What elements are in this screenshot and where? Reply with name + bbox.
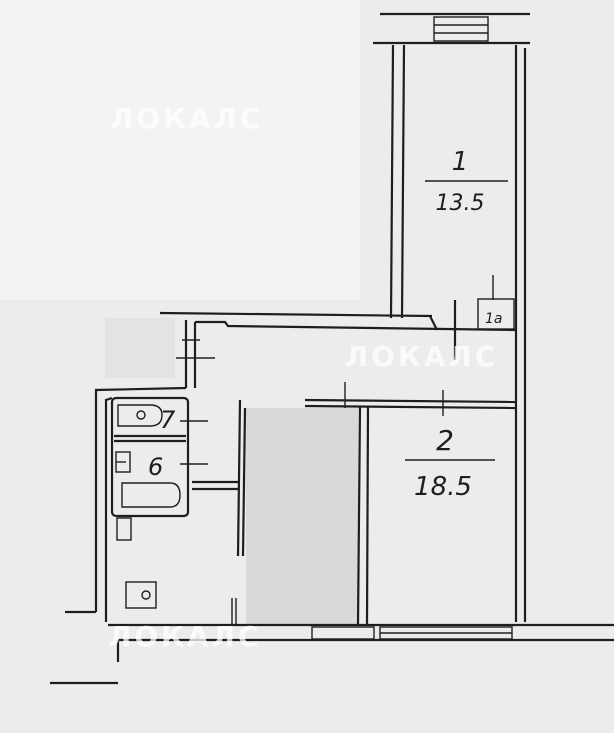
paper-light-area xyxy=(0,0,360,300)
kitchen-sink-icon xyxy=(116,517,132,541)
watermark: ЛОКАЛС xyxy=(345,340,498,373)
bathroom-block xyxy=(110,396,208,609)
watermark: ЛОКАЛС xyxy=(108,620,261,653)
bottom-wall xyxy=(50,623,614,685)
bathroom-number: 6 xyxy=(148,453,163,481)
bathtub-icon xyxy=(121,482,181,508)
room-area: 18.5 xyxy=(414,472,472,502)
room-area: 13.5 xyxy=(436,191,485,216)
masked-area xyxy=(246,408,358,625)
stove-icon xyxy=(125,581,157,609)
niche-label: 1а xyxy=(485,311,503,327)
room-number: 2 xyxy=(436,424,454,457)
room-number: 1 xyxy=(452,147,469,177)
toilet-icon xyxy=(117,404,163,427)
room-1-label: 1 13.5 xyxy=(425,147,508,216)
walls xyxy=(65,44,527,626)
watermark: ЛОКАЛС xyxy=(110,102,263,135)
toilet-number: 7 xyxy=(160,406,176,434)
masked-area xyxy=(105,318,175,378)
niche: 1а xyxy=(477,275,515,330)
balcony xyxy=(373,12,530,45)
room-2-label: 2 18.5 xyxy=(405,424,495,502)
